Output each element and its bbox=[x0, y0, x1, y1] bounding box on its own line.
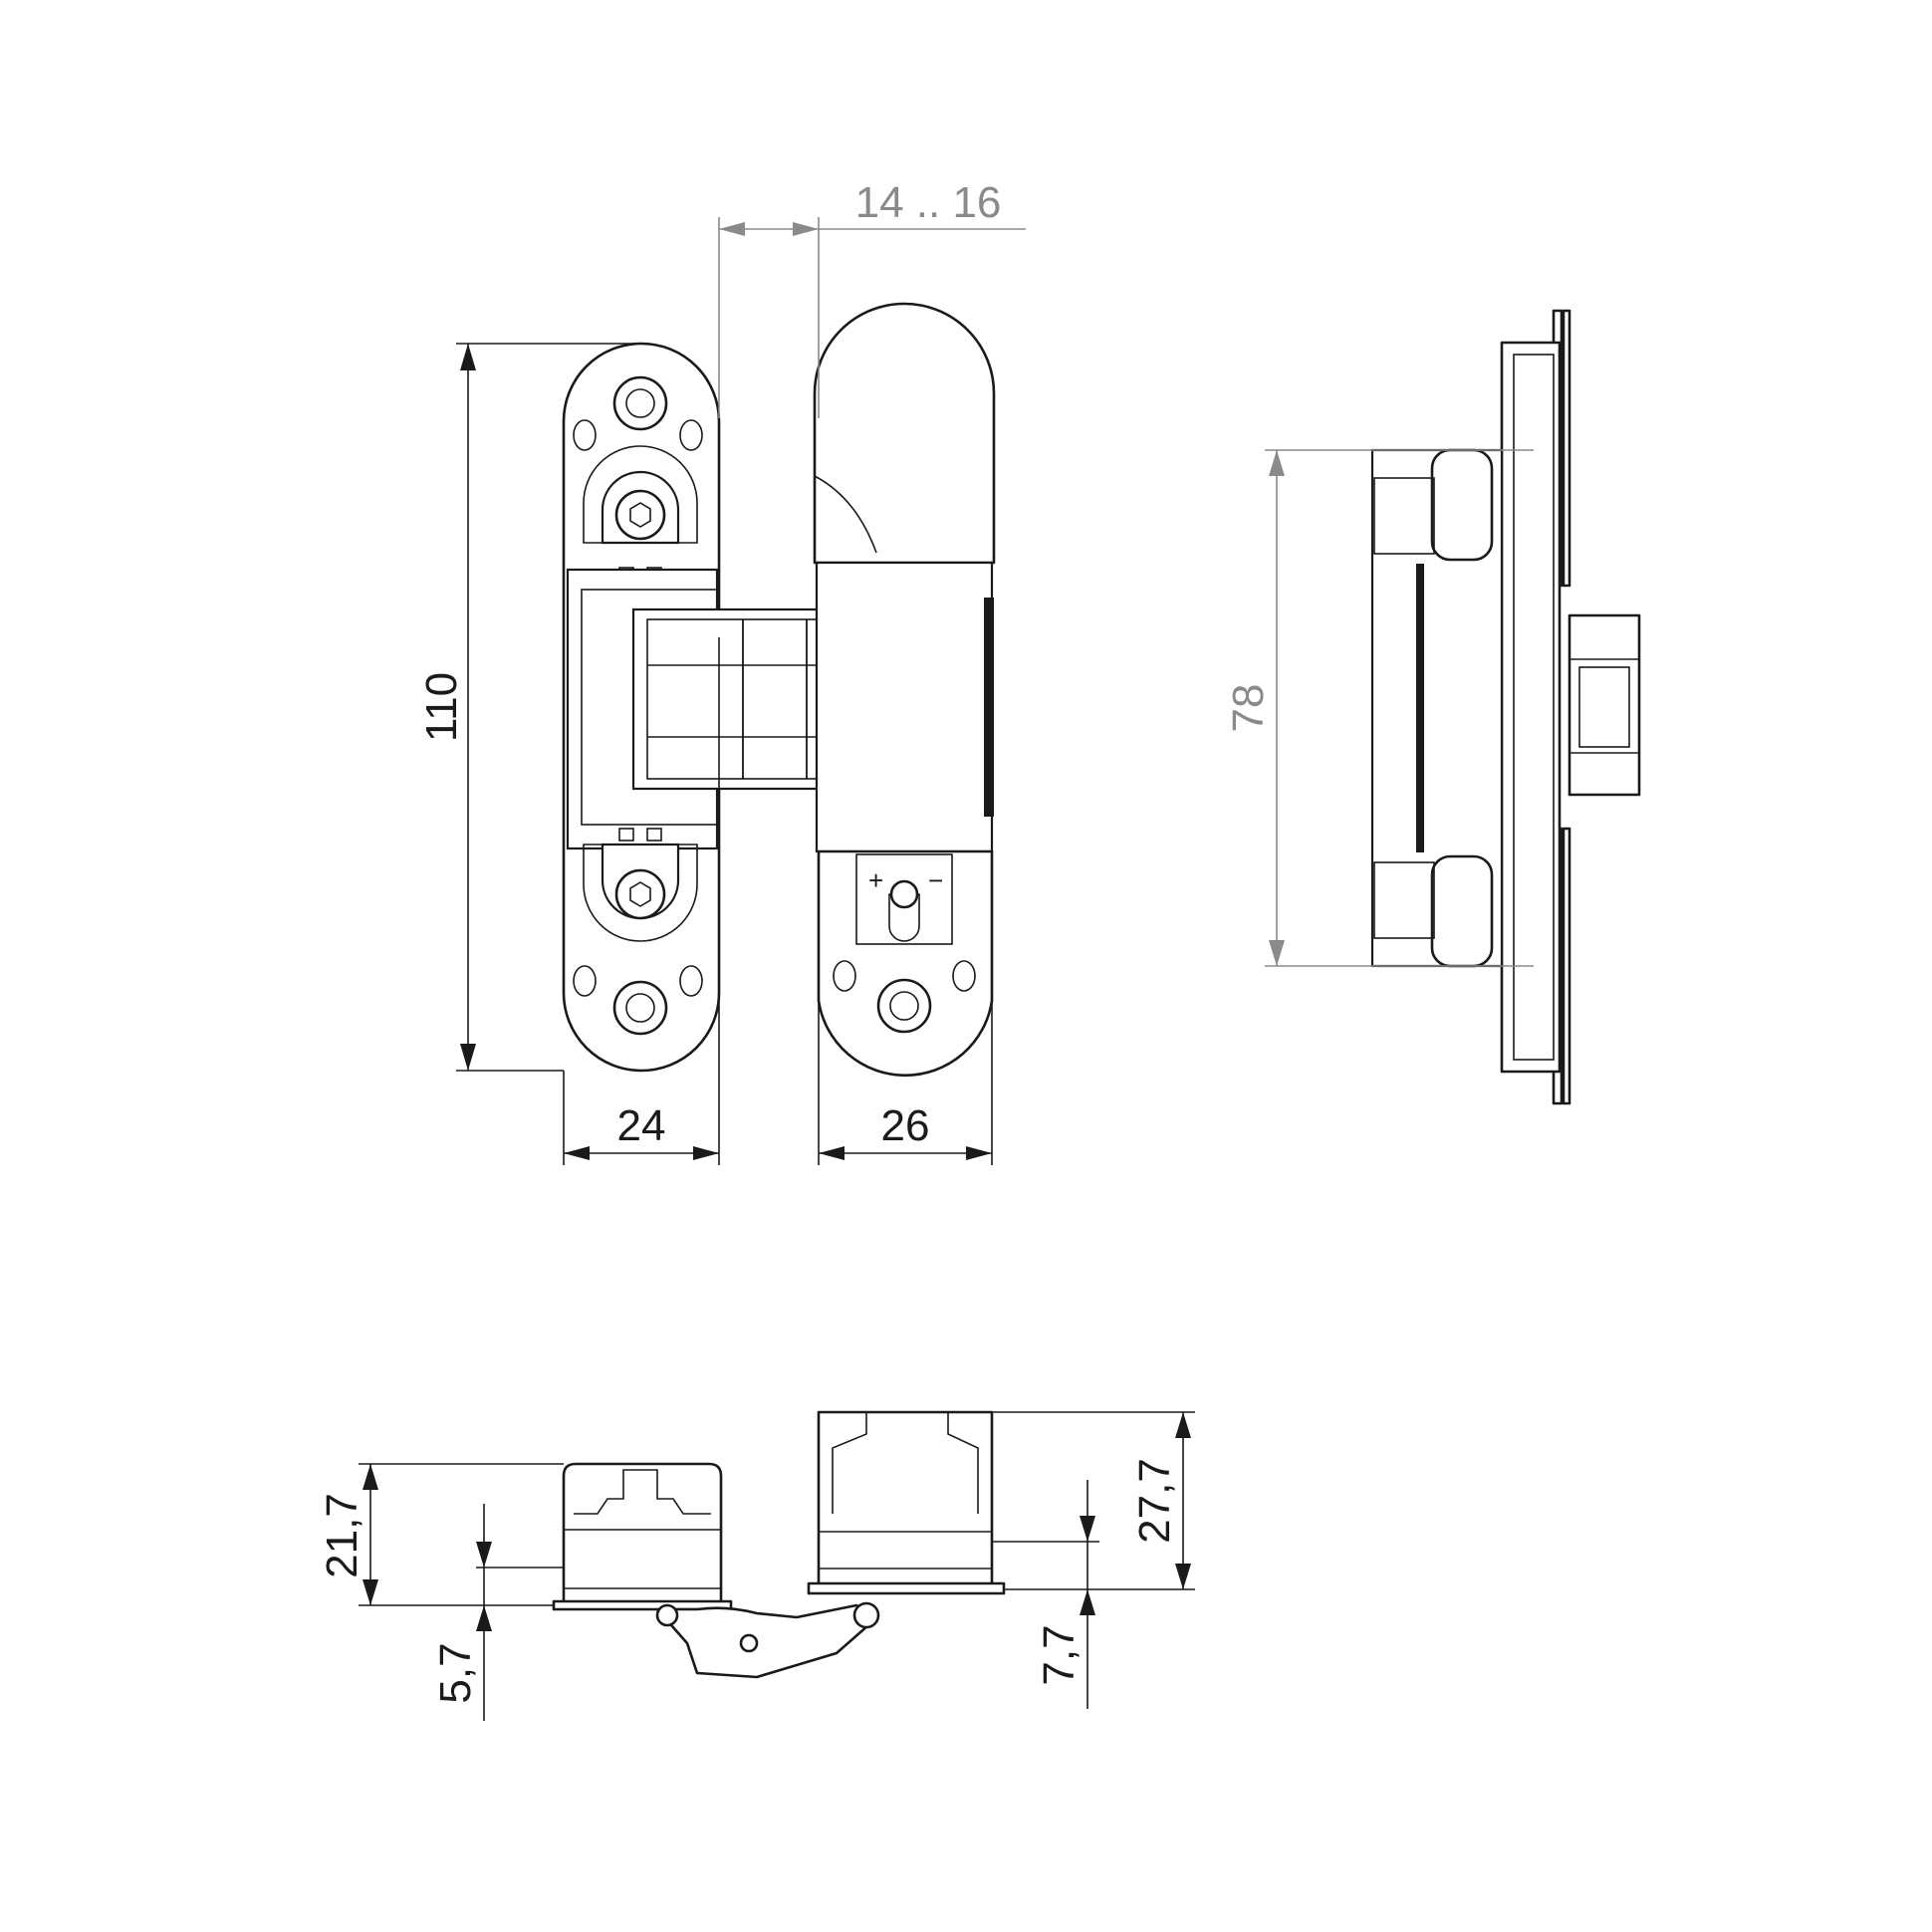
height-total-label: 110 bbox=[417, 672, 466, 742]
dimension-depth-right: 27,7 bbox=[992, 1411, 1195, 1590]
hex-screw-icon bbox=[614, 868, 666, 920]
side-height-label: 78 bbox=[1224, 684, 1273, 733]
dimension-door-thickness: 14 .. 16 bbox=[718, 178, 1026, 418]
dimension-depth-left: 21,7 bbox=[318, 1463, 564, 1606]
minus-icon: − bbox=[928, 865, 943, 895]
front-view: + − 110 24 bbox=[417, 178, 1026, 1165]
dimension-left-leaf-width: 24 bbox=[563, 637, 720, 1165]
hex-screw-icon bbox=[614, 489, 666, 541]
depth-left-label: 21,7 bbox=[318, 1493, 366, 1578]
side-view: 78 bbox=[1224, 309, 1641, 1105]
depth-right-label: 27,7 bbox=[1130, 1458, 1179, 1544]
offset-left-label: 5,7 bbox=[431, 1642, 480, 1703]
dimension-offset-left: 5,7 bbox=[431, 1504, 564, 1721]
screw-hole-icon bbox=[876, 978, 932, 1034]
dimension-height-total: 110 bbox=[417, 343, 641, 1072]
right-leaf-width-label: 26 bbox=[881, 1101, 930, 1150]
dimension-side-height: 78 bbox=[1224, 449, 1534, 967]
plus-icon: + bbox=[868, 865, 883, 895]
adjustment-slot-icon bbox=[888, 879, 920, 942]
right-leaf: + − bbox=[813, 302, 996, 1078]
offset-right-label: 7,7 bbox=[1035, 1624, 1084, 1685]
dimension-offset-right: 7,7 bbox=[992, 1480, 1099, 1709]
dimension-right-leaf-width: 26 bbox=[818, 1001, 993, 1165]
screw-hole-icon bbox=[612, 375, 668, 431]
top-view: 21,7 5,7 27,7 7,7 bbox=[318, 1410, 1195, 1721]
screw-hole-icon bbox=[612, 980, 668, 1036]
left-leaf-width-label: 24 bbox=[617, 1101, 666, 1150]
door-thickness-label: 14 .. 16 bbox=[855, 178, 1002, 227]
